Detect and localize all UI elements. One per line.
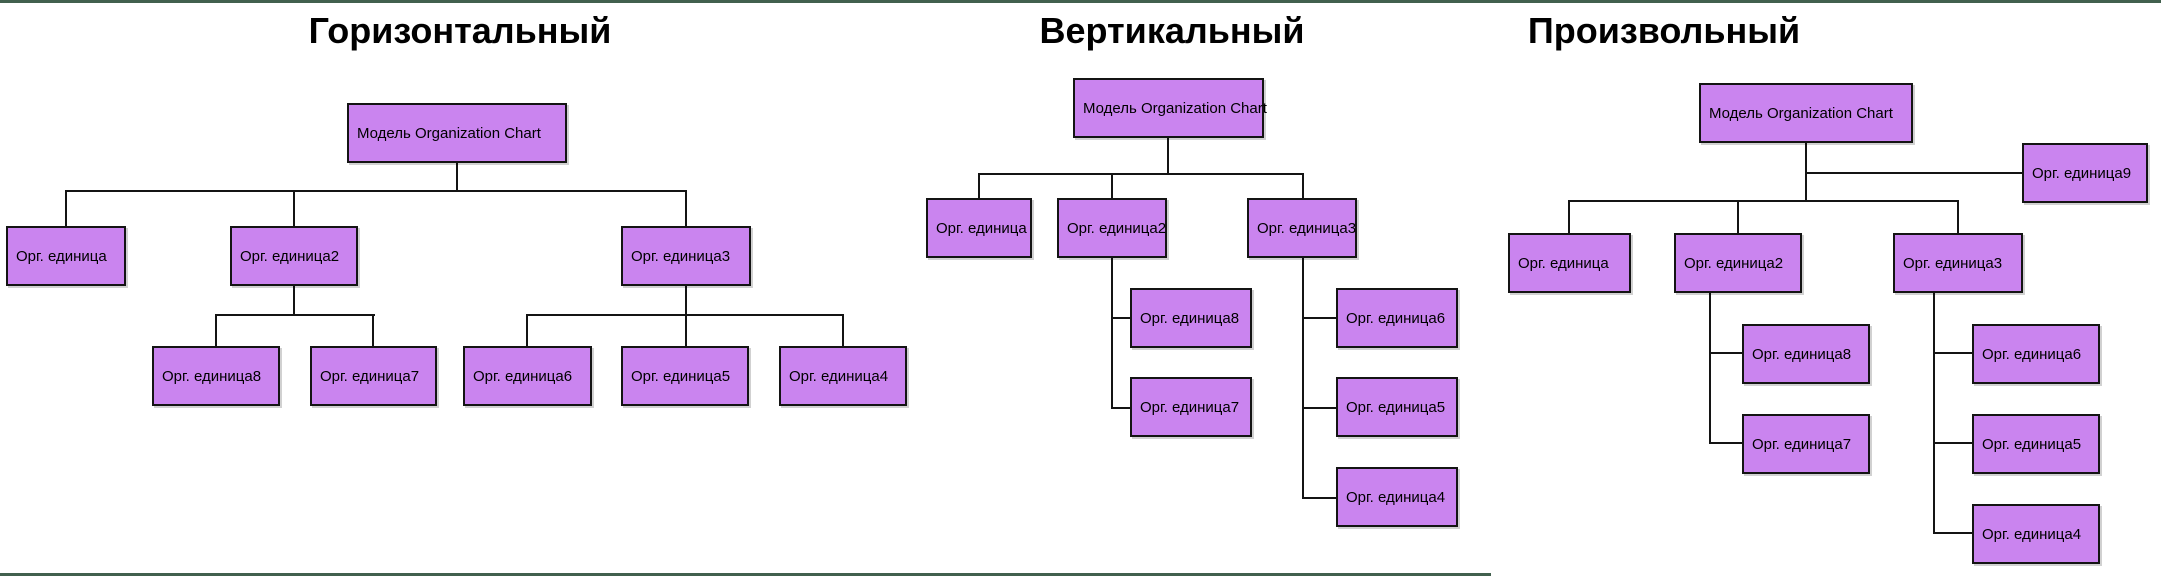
node-org-unit-6: Орг. единица6 [1336, 288, 1458, 348]
node-root: Модель Organization Chart [347, 103, 567, 163]
node-org-unit-9: Орг. единица9 [2022, 143, 2148, 203]
connector [1302, 497, 1336, 499]
node-org-unit: Орг. единица [1508, 233, 1631, 293]
connector [293, 286, 295, 314]
node-org-unit-8: Орг. единица8 [1130, 288, 1252, 348]
node-org-unit-2: Орг. единица2 [230, 226, 358, 286]
connector [1709, 442, 1742, 444]
connector [372, 314, 374, 346]
diagram-title: Вертикальный [1039, 10, 1305, 51]
connector [1111, 407, 1130, 409]
node-org-unit-7: Орг. единица7 [310, 346, 437, 406]
connector [1709, 293, 1711, 444]
connector [1933, 293, 1935, 534]
connector [1302, 173, 1304, 198]
connector [1111, 258, 1113, 408]
node-org-unit-6: Орг. единица6 [463, 346, 592, 406]
diagram-title: Горизонтальный [308, 10, 612, 51]
connector [1302, 317, 1336, 319]
connector [1737, 200, 1739, 233]
node-org-unit-8: Орг. единица8 [1742, 324, 1870, 384]
connector [1933, 442, 1972, 444]
connector [978, 173, 1304, 175]
node-org-unit-8: Орг. единица8 [152, 346, 280, 406]
node-org-unit-7: Орг. единица7 [1130, 377, 1252, 437]
connector [65, 190, 687, 192]
bottom-rule [0, 573, 1491, 576]
connector [1111, 317, 1130, 319]
node-org-unit-4: Орг. единица4 [1336, 467, 1458, 527]
connector [1805, 143, 1807, 200]
connector [293, 190, 295, 226]
connector [1933, 352, 1972, 354]
connector [685, 190, 687, 226]
node-org-unit-5: Орг. единица5 [621, 346, 749, 406]
connector [215, 314, 217, 346]
connector [685, 314, 687, 346]
connector [1167, 138, 1169, 173]
node-org-unit-4: Орг. единица4 [1972, 504, 2100, 564]
connector [1302, 258, 1304, 498]
connector [1111, 173, 1113, 198]
node-org-unit: Орг. единица [6, 226, 126, 286]
node-org-unit-4: Орг. единица4 [779, 346, 907, 406]
connector [978, 173, 980, 198]
node-org-unit-6: Орг. единица6 [1972, 324, 2100, 384]
connector [1957, 200, 1959, 233]
top-rule [0, 0, 2161, 3]
connector [1709, 352, 1742, 354]
connector [215, 314, 375, 316]
connector [526, 314, 528, 346]
node-org-unit-2: Орг. единица2 [1057, 198, 1167, 258]
connector [1568, 200, 1959, 202]
diagram-title: Произвольный [1527, 10, 1801, 51]
connector [685, 286, 687, 314]
node-org-unit-5: Орг. единица5 [1972, 414, 2100, 474]
node-org-unit-3: Орг. единица3 [1247, 198, 1357, 258]
connector [1933, 532, 1972, 534]
connector [1805, 172, 2022, 174]
node-org-unit: Орг. единица [926, 198, 1032, 258]
node-org-unit-7: Орг. единица7 [1742, 414, 1870, 474]
connector [842, 314, 844, 346]
node-org-unit-2: Орг. единица2 [1674, 233, 1802, 293]
connector [456, 163, 458, 190]
connector [1568, 200, 1570, 233]
connector [1302, 407, 1336, 409]
node-root: Модель Organization Chart [1073, 78, 1267, 138]
node-org-unit-3: Орг. единица3 [621, 226, 751, 286]
connector [65, 190, 67, 226]
node-org-unit-5: Орг. единица5 [1336, 377, 1458, 437]
node-org-unit-3: Орг. единица3 [1893, 233, 2023, 293]
node-root: Модель Organization Chart [1699, 83, 1913, 143]
